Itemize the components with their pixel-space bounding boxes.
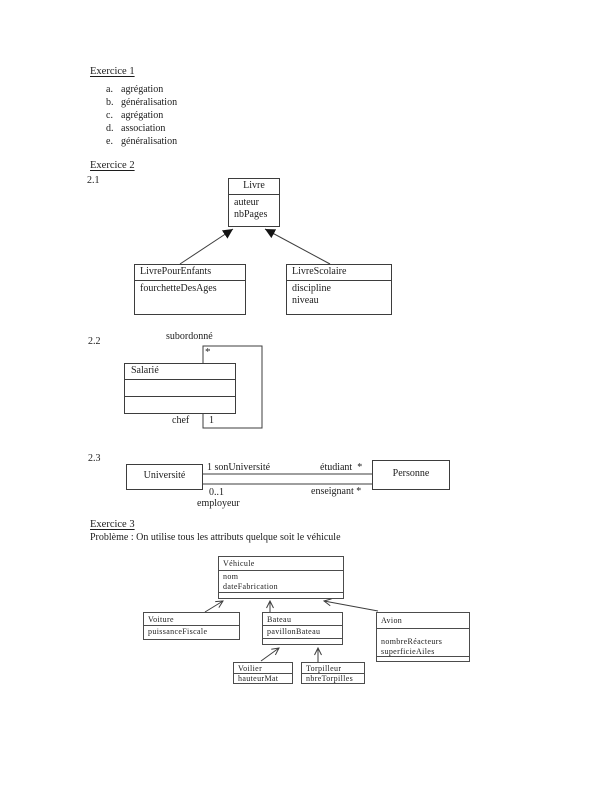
association-role-chef: chef xyxy=(172,415,190,426)
multiplicity-one: 1 xyxy=(209,415,214,426)
uml-attribute: auteur xyxy=(234,197,259,208)
uml-empty-compartment xyxy=(263,638,342,644)
list-item: a. agrégation xyxy=(106,83,177,96)
generalization-voiture-vehicule xyxy=(204,601,223,613)
list-item: e. généralisation xyxy=(106,135,177,148)
uml-attribute: discipline xyxy=(292,283,331,294)
uml-attributes: nom dateFabrication xyxy=(219,570,343,592)
uml-class-torpilleur: Torpilleur nbreTorpilles xyxy=(301,662,365,684)
uml-empty-compartment xyxy=(125,379,235,396)
uml-attribute: superficieAiles xyxy=(381,647,435,656)
uml-attributes: nombreRéacteurs superficieAiles xyxy=(377,628,469,656)
multiplicity-zero-one: 0..1 xyxy=(209,487,224,498)
uml-attributes: puissanceFiscale xyxy=(144,625,239,639)
uml-attributes: hauteurMat xyxy=(234,673,292,684)
generalization-livrepourenfants-livre xyxy=(179,228,234,265)
uml-class-vehicule: Véhicule nom dateFabrication xyxy=(218,556,344,599)
uml-class-title: Avion xyxy=(381,616,403,625)
uml-class-title: Torpilleur xyxy=(306,664,342,673)
exercise1-heading: Exercice 1 xyxy=(90,66,135,77)
uml-empty-compartment xyxy=(125,396,235,413)
item-label: généralisation xyxy=(121,136,178,147)
uml-empty-compartment xyxy=(219,592,343,598)
association-label-enseignant: enseignant * xyxy=(311,486,362,497)
uml-class-personne: Personne xyxy=(372,460,450,490)
uml-class-title: LivreScolaire xyxy=(292,266,347,277)
uml-attribute: nombreRéacteurs xyxy=(381,637,443,646)
list-item: c. agrégation xyxy=(106,109,177,122)
uml-attribute: nom xyxy=(223,572,239,581)
section-2-2-label: 2.2 xyxy=(88,336,101,347)
association-role-subordonne: subordonné xyxy=(166,331,213,342)
item-marker: c. xyxy=(106,110,113,121)
item-marker: a. xyxy=(106,84,113,95)
association-label-sonuniversite: 1 sonUniversité xyxy=(207,462,271,473)
uml-class-voiture: Voiture puissanceFiscale xyxy=(143,612,240,640)
uml-class-universite: Université xyxy=(126,464,203,490)
generalization-livrescolaire-livre xyxy=(264,228,331,265)
uml-class-avion: Avion nombreRéacteurs superficieAiles xyxy=(376,612,470,662)
uml-class-title: Livre xyxy=(243,180,265,191)
exercise2-heading: Exercice 2 xyxy=(90,160,135,171)
uml-attribute: nbPages xyxy=(234,209,268,220)
uml-class-livre: Livre auteur nbPages xyxy=(228,178,280,227)
uml-empty-compartment xyxy=(377,656,469,661)
exercise3-heading: Exercice 3 xyxy=(90,519,135,530)
uml-class-title: Salarié xyxy=(131,365,159,376)
uml-attribute: dateFabrication xyxy=(223,582,279,591)
association-role-employeur: employeur xyxy=(197,498,240,509)
uml-class-livrescolaire: LivreScolaire discipline niveau xyxy=(286,264,392,315)
uml-attribute: niveau xyxy=(292,295,319,306)
uml-attribute: hauteurMat xyxy=(238,674,279,683)
exercise3-problem-text: Problème : On utilise tous les attributs… xyxy=(90,532,341,543)
item-label: association xyxy=(121,123,166,134)
uml-class-voilier: Voilier hauteurMat xyxy=(233,662,293,684)
uml-class-salarie: Salarié xyxy=(124,363,236,414)
uml-attribute: pavillonBateau xyxy=(267,627,321,636)
uml-attribute: fourchetteDesAges xyxy=(140,283,217,294)
item-marker: b. xyxy=(106,97,114,108)
generalization-avion-vehicule xyxy=(324,601,379,612)
uml-attributes: auteur nbPages xyxy=(229,194,279,226)
section-2-1-label: 2.1 xyxy=(87,175,100,186)
list-item: d. association xyxy=(106,122,177,135)
uml-class-title: Bateau xyxy=(267,615,292,624)
uml-attributes: pavillonBateau xyxy=(263,625,342,638)
uml-class-title: Véhicule xyxy=(223,559,255,568)
uml-class-title: LivrePourEnfants xyxy=(140,266,212,277)
uml-class-title: Université xyxy=(143,470,186,481)
association-label-etudiant: étudiant * xyxy=(320,462,363,473)
uml-attributes: fourchetteDesAges xyxy=(135,280,245,314)
exercise1-answer-list: a. agrégation b. généralisation c. agrégati… xyxy=(106,83,177,148)
generalization-voilier-bateau xyxy=(260,648,279,662)
uml-class-title: Personne xyxy=(392,468,430,479)
section-2-3-label: 2.3 xyxy=(88,453,101,464)
uml-class-title: Voiture xyxy=(148,615,174,624)
item-marker: d. xyxy=(106,123,114,134)
uml-attribute: puissanceFiscale xyxy=(148,627,208,636)
item-label: agrégation xyxy=(121,84,164,95)
item-marker: e. xyxy=(106,136,113,147)
uml-attributes: nbreTorpilles xyxy=(302,673,364,684)
uml-class-title: Voilier xyxy=(238,664,263,673)
uml-attributes: discipline niveau xyxy=(287,280,391,314)
item-label: agrégation xyxy=(121,110,164,121)
uml-class-bateau: Bateau pavillonBateau xyxy=(262,612,343,645)
multiplicity-star: * xyxy=(205,346,211,358)
item-label: généralisation xyxy=(121,97,178,108)
uml-class-livrepourenfants: LivrePourEnfants fourchetteDesAges xyxy=(134,264,246,315)
uml-attribute: nbreTorpilles xyxy=(306,674,354,683)
list-item: b. généralisation xyxy=(106,96,177,109)
